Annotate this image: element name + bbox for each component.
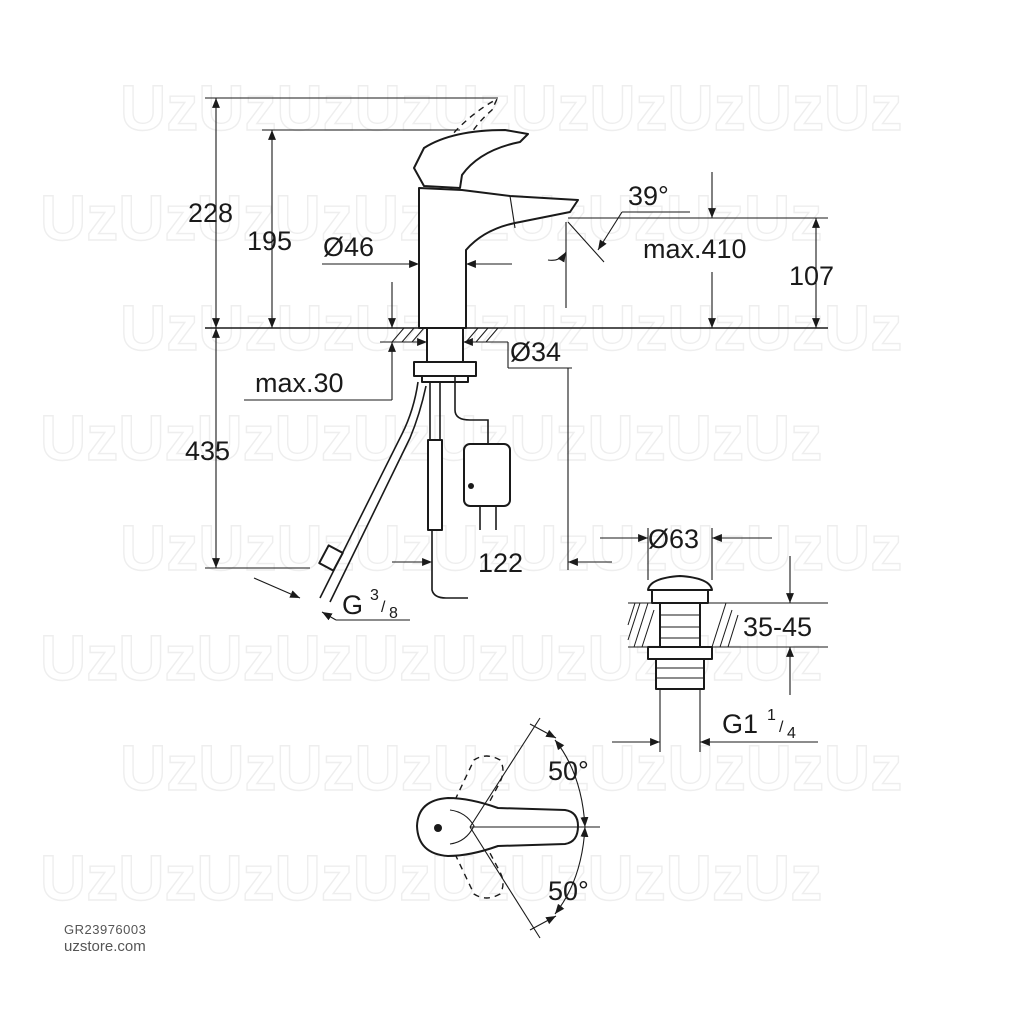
product-code: GR23976003 — [64, 922, 147, 937]
svg-text:/: / — [381, 599, 386, 616]
dimension-lines — [205, 97, 828, 621]
waste-dimensions — [600, 528, 818, 746]
svg-text:8: 8 — [389, 605, 398, 622]
store-name[interactable]: uzstore.com — [64, 938, 146, 955]
label-diameter-shank: Ø34 — [510, 337, 561, 367]
label-thread-hose: G 3 / 8 — [342, 587, 398, 622]
label-thread-waste: G1 1 / 4 — [722, 707, 796, 742]
label-angle-right: 50° — [548, 876, 589, 906]
svg-text:UzUzUzUzUzUzUzUzUzUz: UzUzUzUzUzUzUzUzUzUz — [120, 512, 902, 584]
svg-text:UzUzUzUzUzUzUzUzUzUz: UzUzUzUzUzUzUzUzUzUz — [40, 842, 822, 914]
label-hose-length: 435 — [185, 436, 230, 466]
svg-text:1: 1 — [767, 707, 776, 724]
dimension-labels: 228 195 Ø46 39° max.410 107 Ø34 max.30 4… — [185, 181, 834, 906]
label-height-total: 228 — [188, 198, 233, 228]
label-height-spout: 195 — [247, 226, 292, 256]
svg-text:4: 4 — [787, 725, 796, 742]
label-waste-range: 35-45 — [743, 612, 812, 642]
label-angle-spout: 39° — [628, 181, 669, 211]
label-angle-left: 50° — [548, 756, 589, 786]
label-diameter-waste: Ø63 — [648, 524, 699, 554]
mixer-plan-view — [416, 717, 600, 939]
waste-fitting — [627, 575, 828, 752]
svg-text:G1: G1 — [722, 709, 758, 739]
svg-text:/: / — [779, 719, 784, 736]
svg-text:G: G — [342, 590, 363, 620]
label-diameter-body: Ø46 — [323, 232, 374, 262]
label-deck-thickness: max.30 — [255, 368, 344, 398]
svg-text:UzUzUzUzUzUzUzUzUzUz: UzUzUzUzUzUzUzUzUzUz — [120, 732, 902, 804]
label-height-clearance: 107 — [789, 261, 834, 291]
label-reach: max.410 — [643, 234, 747, 264]
label-hose-offset: 122 — [478, 548, 523, 578]
mixer-side-view — [205, 97, 828, 603]
svg-text:3: 3 — [370, 587, 379, 604]
